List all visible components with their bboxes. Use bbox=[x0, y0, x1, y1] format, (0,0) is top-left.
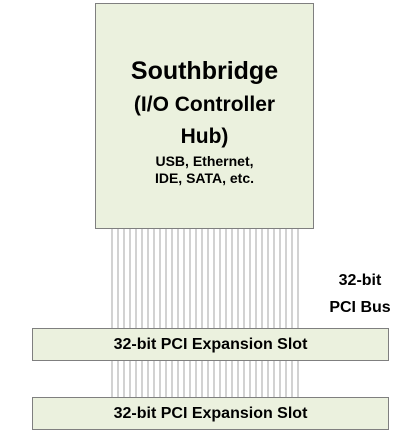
southbridge-subtitle-line2: Hub) bbox=[180, 125, 229, 148]
pci-bus-label-line2: PCI Bus bbox=[329, 299, 391, 316]
southbridge-title: Southbridge bbox=[130, 57, 279, 85]
southbridge-box: Southbridge (I/O Controller Hub) USB, Et… bbox=[95, 3, 314, 229]
pci-expansion-slot-2: 32-bit PCI Expansion Slot bbox=[32, 397, 389, 430]
southbridge-interfaces-line1: USB, Ethernet, bbox=[155, 153, 254, 169]
pci-bus-label-line1: 32-bit bbox=[338, 272, 382, 289]
southbridge-interfaces-line2: IDE, SATA, etc. bbox=[154, 170, 255, 186]
southbridge-subtitle-line1: (I/O Controller bbox=[133, 93, 276, 116]
pci-expansion-slot-1: 32-bit PCI Expansion Slot bbox=[32, 328, 389, 361]
